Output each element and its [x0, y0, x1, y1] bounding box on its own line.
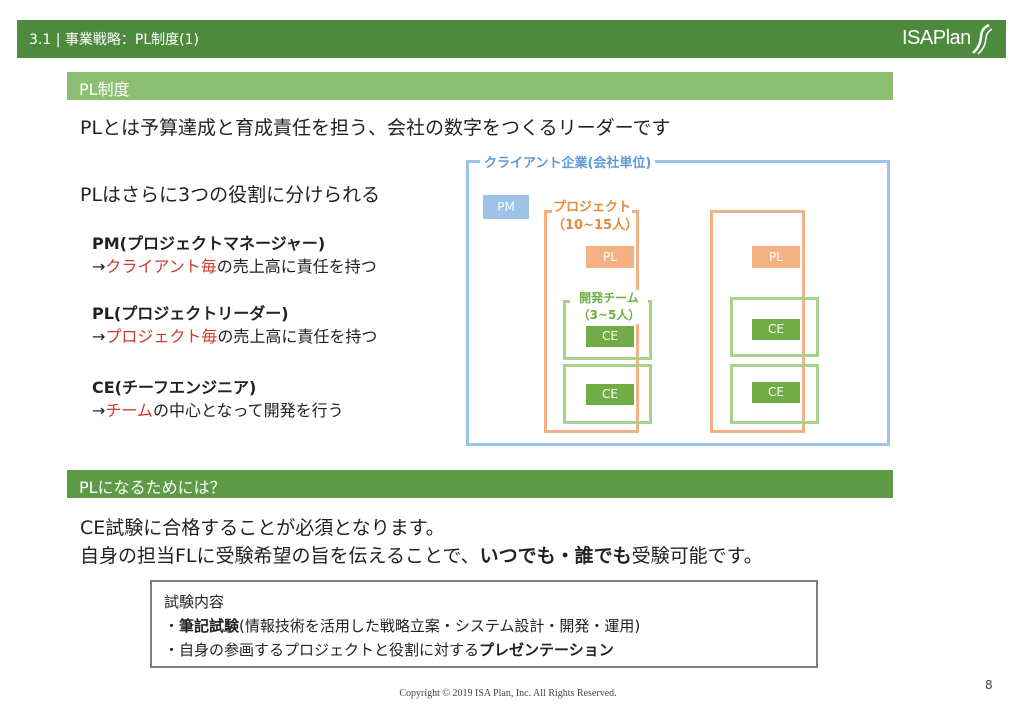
role-ce: CE(チーフエンジニア) →チームの中心となって開発を行う: [92, 374, 344, 420]
role-pl: PL(プロジェクトリーダー) →プロジェクト毎の売上高に責任を持つ: [92, 300, 377, 346]
role-description: →プロジェクト毎の売上高に責任を持つ: [92, 323, 377, 346]
arrow: →: [92, 327, 106, 346]
section-title: PL制度: [79, 80, 130, 99]
role-highlight: クライアント毎: [105, 257, 217, 276]
exam-item-written-bold: 筆記試験: [179, 617, 240, 635]
exam-item-presentation-bold: プレゼンテーション: [479, 641, 614, 659]
team-box: [730, 364, 819, 424]
ce-chip: CE: [586, 326, 634, 347]
ce-chip: CE: [752, 319, 800, 340]
project-box: [710, 210, 805, 433]
exam-item-written-detail: (情報技術を活用した戦略立案・システム設計・開発・運用): [239, 617, 641, 635]
exam-item-presentation: ・自身の参画するプロジェクトと役割に対するプレゼンテーション: [164, 638, 816, 662]
project-label-line1: プロジェクト: [552, 200, 631, 215]
pl-chip: PL: [752, 246, 800, 268]
arrow: →: [92, 257, 106, 276]
team-label-line1: 開発チーム: [579, 291, 639, 305]
exam-requirement-text: CE試験に合格することが必須となります。: [80, 517, 445, 539]
client-company-box: [466, 160, 890, 446]
exam-item-written: ・筆記試験(情報技術を活用した戦略立案・システム設計・開発・運用): [164, 614, 816, 638]
role-name: CE(チーフエンジニア): [92, 378, 257, 397]
exam-application-post: 受験可能です。: [631, 545, 763, 567]
header-bar: 3.1 | 事業戦略：PL制度(1) ISAPlan: [17, 20, 1006, 58]
team-box: [563, 364, 652, 424]
bullet: ・: [164, 617, 180, 635]
pl-definition-text: PLとは予算達成と育成責任を担う、会社の数字をつくるリーダーです: [80, 117, 671, 139]
role-name: PM(プロジェクトマネージャー): [92, 234, 326, 253]
role-pm: PM(プロジェクトマネージャー) →クライアント毎の売上高に責任を持つ: [92, 230, 377, 276]
project-label-line2: （10~15人）: [552, 218, 639, 233]
exam-application-emphasis: いつでも・誰でも: [479, 545, 632, 567]
role-description: →クライアント毎の売上高に責任を持つ: [92, 253, 377, 276]
section-band-how-to-become-pl: PLになるためには？: [67, 470, 893, 498]
copyright-footer: Copyright © 2019 ISA Plan, Inc. All Righ…: [399, 688, 617, 699]
role-rest: の売上高に責任を持つ: [217, 327, 378, 346]
role-description: →チームの中心となって開発を行う: [92, 397, 344, 420]
page-title: 3.1 | 事業戦略：PL制度(1): [29, 32, 199, 48]
page-number: 8: [985, 678, 993, 692]
exam-application-pre: 自身の担当FLに受験希望の旨を伝えることで、: [80, 545, 480, 567]
ce-chip: CE: [752, 382, 800, 403]
role-highlight: プロジェクト毎: [105, 327, 218, 346]
org-structure-diagram: クライアント企業(会社単位) PM プロジェクト （10~15人） PL PL …: [466, 150, 890, 446]
role-name: PL(プロジェクトリーダー): [92, 304, 289, 323]
role-rest: の中心となって開発を行う: [152, 401, 344, 420]
pm-chip: PM: [483, 195, 529, 219]
team-box: [730, 297, 819, 357]
section-title: PLになるためには？: [79, 478, 226, 497]
pl-chip: PL: [586, 246, 634, 268]
project-label: プロジェクト （10~15人）: [552, 199, 639, 235]
ce-chip: CE: [586, 384, 634, 405]
exam-item-presentation-text: ・自身の参画するプロジェクトと役割に対する: [164, 641, 480, 659]
client-company-label: クライアント企業(会社単位): [480, 152, 656, 171]
team-label: 開発チーム （3~5人）: [570, 290, 648, 324]
role-highlight: チーム: [105, 401, 153, 420]
exam-content-box: 試験内容 ・筆記試験(情報技術を活用した戦略立案・システム設計・開発・運用) ・…: [150, 580, 818, 668]
section-band-pl-system: PL制度: [67, 72, 893, 100]
company-logo-text: ISAPlan: [902, 27, 971, 49]
logo-swoosh-icon: [972, 23, 993, 55]
exam-application-text: 自身の担当FLに受験希望の旨を伝えることで、いつでも・誰でも受験可能です。: [80, 541, 763, 568]
arrow: →: [92, 401, 106, 420]
role-rest: の売上高に責任を持つ: [216, 257, 377, 276]
exam-box-title: 試験内容: [164, 593, 225, 611]
team-label-line2: （3~5人）: [577, 308, 641, 322]
pl-roles-intro-text: PLはさらに3つの役割に分けられる: [80, 184, 381, 206]
